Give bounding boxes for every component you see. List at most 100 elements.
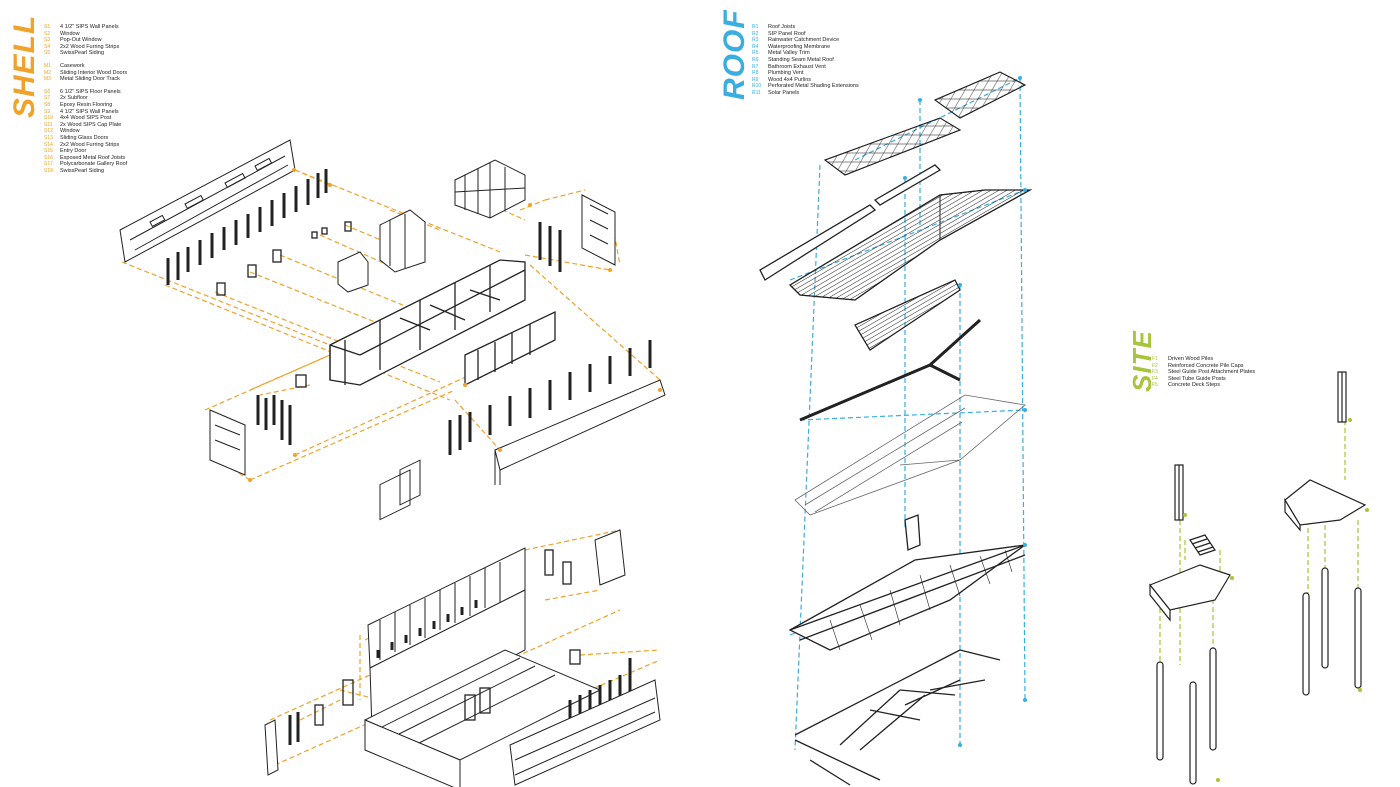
legend-code: S16 <box>44 154 53 161</box>
legend-label: Window <box>60 128 80 135</box>
legend-item: S10 4x4 Wood SIPS Post <box>44 115 127 122</box>
legend-item: R10 Perforated Metal Shading Extensions <box>752 83 859 90</box>
legend-item: S4 2x2 Wood Furring Strips <box>44 44 127 51</box>
shell-left-bottom-strips <box>256 395 292 445</box>
shell-casework <box>337 159 526 293</box>
shell-lower-assembly <box>264 459 661 787</box>
legend-item: R11 Solar Panels <box>752 90 859 97</box>
legend-code: S4 <box>44 43 51 50</box>
legend-label: Driven Wood Piles <box>1168 356 1214 362</box>
legend-item: S16 Exposed Metal Roof Joists <box>44 155 127 162</box>
legend-code: R10 <box>752 83 762 90</box>
legend-code: R9 <box>752 76 759 83</box>
legend-label: SwissPearl Siding <box>60 50 105 57</box>
legend-code: R8 <box>752 70 759 77</box>
legend-item: R7 Bathroom Exhaust Vent <box>752 64 859 71</box>
legend-code: S2 <box>44 30 51 37</box>
legend-label: Entry Door <box>60 148 87 155</box>
shell-furring-strips-right <box>538 222 562 272</box>
legend-label: Casework <box>60 62 85 69</box>
legend-item: M1 Casework <box>44 63 127 70</box>
legend-label: 4x4 Wood SIPS Post <box>60 115 112 122</box>
shell-sliding-door-wall <box>464 310 556 387</box>
legend-code: R3 <box>752 37 759 44</box>
legend-code: R7 <box>752 63 759 70</box>
roof-standing-seam <box>788 189 1033 301</box>
legend-code: S7 <box>44 95 51 102</box>
legend-code: R11 <box>752 89 761 96</box>
legend-label: Sliding Interior Wood Doors <box>60 69 128 76</box>
legend-label: 4 1/2" SIPS Wall Panels <box>60 24 119 30</box>
legend-label: Bathroom Exhaust Vent <box>768 63 826 70</box>
legend-label: 6 1/2" SIPS Floor Panels <box>60 88 121 95</box>
legend-item: S17 Polycarbonate Gallery Roof <box>44 161 127 168</box>
legend-label: 2x Subfloor <box>60 95 88 102</box>
legend-label: 2x Wood SIPS Cap Plate <box>60 121 122 128</box>
legend-label: Standing Seam Metal Roof <box>768 56 834 63</box>
legend-label: Steel Guide Post Attachment Plates <box>1168 369 1256 376</box>
legend-code: R1 <box>752 24 759 30</box>
legend-code: S8 <box>44 101 51 108</box>
shell-siding-front <box>494 379 666 485</box>
legend-code: S14 <box>44 141 53 148</box>
legend-label: SwissPearl Siding <box>60 167 105 174</box>
site-pile-caps <box>1149 479 1367 622</box>
legend-code: S17 <box>44 161 53 168</box>
shell-left-bottom-panels <box>209 409 246 476</box>
legend-code: S15 <box>44 148 53 155</box>
shell-windows <box>216 221 352 388</box>
legend-code: S11 <box>44 121 53 128</box>
legend-label: Polycarbonate Gallery Roof <box>60 161 128 168</box>
legend-label: Exposed Metal Roof Joists <box>60 154 126 161</box>
legend-item: R3 Rainwater Catchment Device <box>752 37 859 44</box>
legend-code: R2 <box>752 30 759 37</box>
legend-label: Metal Valley Trim <box>768 50 810 57</box>
shell-floor-strips-front <box>448 340 652 455</box>
legend-label: Wood 4x4 Purlins <box>768 76 812 83</box>
shell-drawing <box>119 139 666 485</box>
site-guide-posts <box>1174 371 1347 521</box>
legend-label: SIP Panel Roof <box>768 30 806 37</box>
legend-label: Sliding Glass Doors <box>60 134 109 141</box>
legend-label: 2x2 Wood Furring Strips <box>60 43 120 50</box>
legend-code: S10 <box>44 115 53 122</box>
roof-node-markers <box>903 76 1027 747</box>
legend-code: M3 <box>44 76 51 83</box>
legend-code: S5 <box>44 50 51 57</box>
roof-rainwater-device <box>799 318 982 422</box>
legend-item: S15 Entry Door <box>44 148 127 155</box>
legend-item: R9 Wood 4x4 Purlins <box>752 77 859 84</box>
site-node-markers <box>1183 418 1369 782</box>
legend-label: Pop-Out Window <box>60 37 102 44</box>
legend-label: Steel Tube Guide Posts <box>1168 375 1226 382</box>
roof-sip-panels <box>788 514 1026 651</box>
roof-valley-trim <box>854 279 961 351</box>
legend-item: S6 6 1/2" SIPS Floor Panels <box>44 89 127 96</box>
legend-label: Concrete Deck Steps <box>1168 382 1220 389</box>
legend-label: Perforated Metal Shading Extensions <box>768 83 859 90</box>
shell-floor-walls-center <box>329 259 526 386</box>
legend-code: F5 <box>1152 382 1158 389</box>
legend-label: Rainwater Catchment Device <box>768 37 840 44</box>
legend-code: S6 <box>44 88 51 95</box>
legend-label: Solar Panels <box>768 89 800 96</box>
legend-code: R4 <box>752 43 759 50</box>
legend-code: S1 <box>44 24 51 30</box>
legend-code: M1 <box>44 62 51 69</box>
roof-solar-panels <box>823 71 1027 176</box>
